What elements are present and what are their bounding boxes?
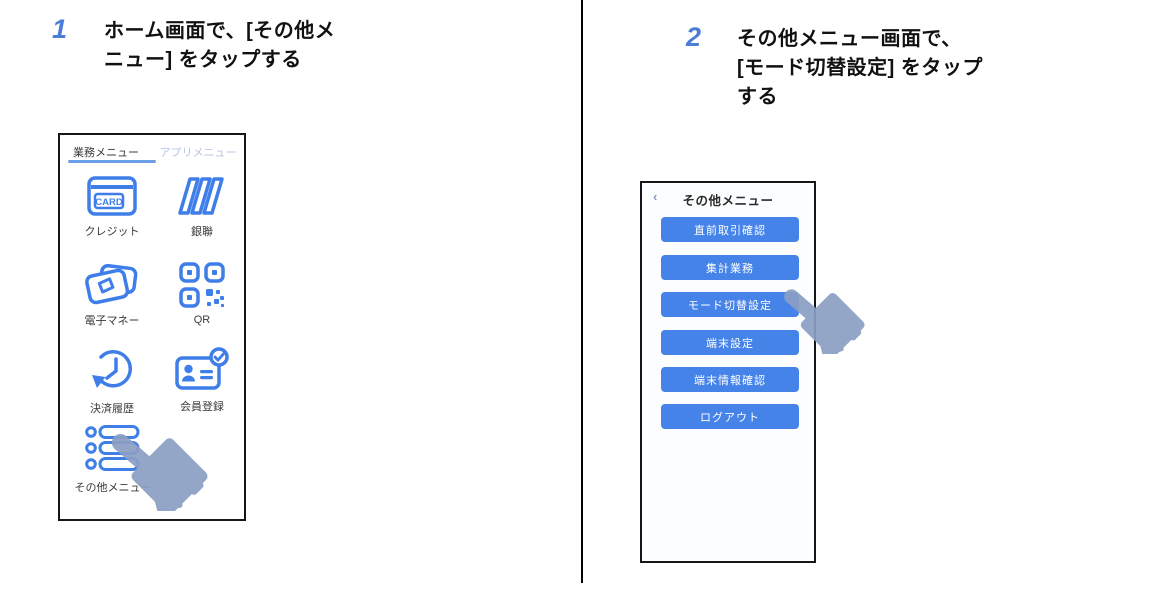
button-aggregation-tasks[interactable]: 集計業務 (661, 255, 799, 280)
step2-number: 2 (686, 22, 702, 52)
active-tab-underline (68, 160, 156, 163)
member-card-check-icon (175, 347, 229, 390)
button-last-transaction-check[interactable]: 直前取引確認 (661, 217, 799, 242)
button-logout[interactable]: ログアウト (661, 404, 799, 429)
menu-item-label: 電子マネー (84, 315, 140, 327)
column-divider (581, 0, 583, 583)
qr-code-icon (179, 262, 225, 308)
tab-business-menu[interactable]: 業務メニュー (73, 147, 139, 159)
menu-item-emoney[interactable]: 電子マネー (72, 262, 152, 328)
step1-instruction: ホーム画面で、[その他メ ニュー] をタップする (104, 17, 335, 75)
tap-hand-cursor (111, 433, 208, 511)
tab-app-menu[interactable]: アプリメニュー (159, 147, 237, 159)
menu-item-label: クレジット (84, 226, 140, 238)
history-clock-icon (92, 350, 133, 388)
step2-instruction-line3: する (737, 86, 778, 108)
credit-card-icon: CARD (87, 176, 137, 216)
step1-instruction-line2: ニュー] をタップする (104, 49, 302, 71)
button-terminal-settings[interactable]: 端末設定 (661, 330, 799, 355)
menu-item-payment-history[interactable]: 決済履歴 (72, 347, 152, 416)
menu-item-label: 決済履歴 (90, 403, 134, 415)
menu-item-member-registration[interactable]: 会員登録 (162, 347, 242, 414)
menu-item-label: その他メニュー (74, 482, 152, 494)
menu-item-qr[interactable]: QR (162, 262, 242, 326)
button-mode-switch-settings[interactable]: モード切替設定 (661, 292, 799, 317)
button-terminal-info-check[interactable]: 端末情報確認 (661, 367, 799, 392)
other-menu-header: ‹ その他メニュー (642, 183, 814, 213)
step2-instruction-line2: [モード切替設定] をタップ (737, 57, 983, 79)
menu-item-credit[interactable]: CARD クレジット (72, 175, 152, 239)
menu-item-unionpay[interactable]: 銀聯 (162, 175, 242, 239)
menu-item-label: QR (193, 314, 211, 326)
step2-instruction: その他メニュー画面で、 [モード切替設定] をタップ する (737, 25, 983, 112)
menu-item-label: 銀聯 (191, 226, 213, 238)
step2-instruction-line1: その他メニュー画面で、 (737, 28, 962, 50)
other-menu-screen-screenshot: ‹ その他メニュー 直前取引確認 集計業務 モード切替設定 端末設定 端末情報確… (640, 181, 816, 563)
tap-hand-cursor (784, 289, 865, 354)
menu-tab-bar: 業務メニュー アプリメニュー (60, 140, 244, 160)
emoney-cards-icon (85, 263, 138, 305)
screen-title: その他メニュー (682, 194, 774, 208)
back-chevron-icon[interactable]: ‹ (653, 189, 658, 204)
unionpay-stripes-icon (178, 177, 224, 215)
step1-instruction-line1: ホーム画面で、[その他メ (104, 20, 336, 42)
step1-number: 1 (52, 14, 68, 44)
svg-text:CARD: CARD (95, 197, 123, 208)
menu-item-label: 会員登録 (180, 401, 224, 413)
